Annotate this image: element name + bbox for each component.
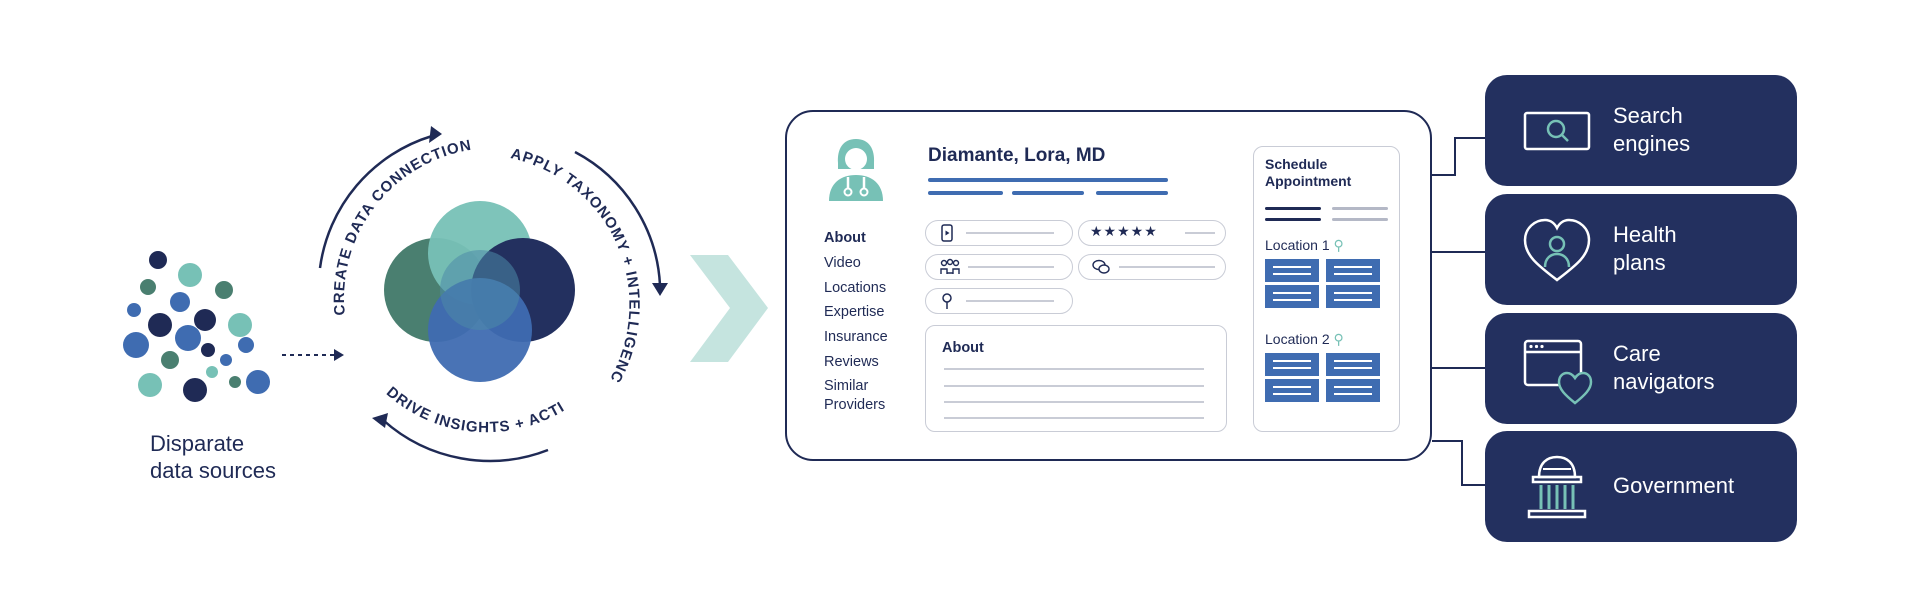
cycle-arrow-bottom <box>382 419 549 463</box>
about-text-line <box>944 368 1204 370</box>
audience-label: Search engines <box>1613 103 1691 156</box>
data-source-dot <box>127 303 141 317</box>
data-source-dot <box>215 281 233 299</box>
schedule-title-line2: Appointment <box>1265 173 1352 189</box>
cycle-arrow-top-left <box>318 134 433 269</box>
data-sources-label: Disparate data sources <box>150 430 276 484</box>
name-underline-4 <box>1096 191 1168 195</box>
data-source-dot <box>183 378 207 402</box>
about-section: About <box>925 325 1227 432</box>
nav-similar[interactable]: Similar <box>824 378 869 394</box>
data-sources-label-line1: Disparate <box>150 431 245 456</box>
data-source-dot <box>220 354 232 366</box>
cycle-arrow-right <box>574 150 662 286</box>
audience-tile-government: Government <box>1485 431 1797 542</box>
audience-tile-health-plans: Health plans <box>1485 194 1797 305</box>
audience-label: Health plans <box>1613 222 1677 275</box>
doctor-avatar-icon <box>829 139 883 201</box>
time-slot[interactable] <box>1265 285 1319 308</box>
data-source-dot <box>123 332 149 358</box>
schedule-title: Schedule Appointment <box>1265 156 1351 190</box>
location-1-pin-icon: ⚲ <box>1333 237 1344 253</box>
name-underline-2 <box>928 191 1003 195</box>
rating-pill: ★★★★★ <box>1078 220 1226 246</box>
audience-label: Government <box>1613 473 1735 498</box>
time-slot[interactable] <box>1265 379 1319 402</box>
time-slot[interactable] <box>1326 285 1380 308</box>
about-title: About <box>942 340 984 356</box>
nav-expertise[interactable]: Expertise <box>824 304 885 320</box>
data-source-dot <box>194 309 216 331</box>
data-source-dot <box>201 343 215 357</box>
location-1-label: Location 1 ⚲ <box>1265 237 1344 254</box>
dashed-arrow <box>282 349 344 361</box>
data-source-dot <box>178 263 202 287</box>
heart-person-icon <box>1523 218 1591 282</box>
time-slot[interactable] <box>1326 259 1380 282</box>
time-slot[interactable] <box>1326 353 1380 376</box>
chat-bubbles-icon <box>1092 259 1110 274</box>
nav-reviews[interactable]: Reviews <box>824 354 879 370</box>
people-network-icon <box>940 258 960 274</box>
data-sources-label-line2: data sources <box>150 458 276 483</box>
nav-insurance[interactable]: Insurance <box>824 329 888 345</box>
audience-tile-search-engines: Search engines <box>1485 75 1797 186</box>
rating-stars: ★★★★★ <box>1090 223 1158 239</box>
data-source-dot <box>238 337 254 353</box>
browser-heart-icon <box>1523 339 1593 405</box>
audience-label: Care navigators <box>1613 341 1715 394</box>
search-monitor-icon <box>1523 111 1591 151</box>
location-2-text: Location 2 <box>1265 331 1330 347</box>
data-source-dot <box>149 251 167 269</box>
data-source-dot <box>175 325 201 351</box>
location-2-pin-icon: ⚲ <box>1333 331 1344 347</box>
name-underline-3 <box>1012 191 1084 195</box>
nav-locations[interactable]: Locations <box>824 280 887 296</box>
audience-tile-care-navigators: Care navigators <box>1485 313 1797 424</box>
name-underline-1 <box>928 178 1168 182</box>
data-source-dot <box>229 376 241 388</box>
capitol-building-icon <box>1527 455 1587 519</box>
data-source-dot <box>138 373 162 397</box>
time-slot[interactable] <box>1265 353 1319 376</box>
about-text-line <box>944 385 1204 387</box>
location-pin-icon <box>942 293 952 309</box>
data-source-dot <box>140 279 156 295</box>
nav-video[interactable]: Video <box>824 255 861 271</box>
nav-providers[interactable]: Providers <box>824 397 886 413</box>
phone-video-icon <box>941 224 953 242</box>
about-text-line <box>944 417 1204 419</box>
location-1-text: Location 1 <box>1265 237 1330 253</box>
schedule-title-line1: Schedule <box>1265 156 1328 172</box>
time-slot[interactable] <box>1326 379 1380 402</box>
time-slot[interactable] <box>1265 259 1319 282</box>
data-source-dot <box>170 292 190 312</box>
venn-circles <box>384 201 575 382</box>
network-pill <box>925 254 1073 280</box>
data-source-dot <box>161 351 179 369</box>
location-pill <box>925 288 1073 314</box>
about-text-line <box>944 401 1204 403</box>
chat-pill <box>1078 254 1226 280</box>
data-source-dot <box>246 370 270 394</box>
video-pill <box>925 220 1073 246</box>
doctor-name: Diamante, Lora, MD <box>928 145 1106 166</box>
data-source-dot <box>206 366 218 378</box>
location-2-label: Location 2 ⚲ <box>1265 331 1344 348</box>
data-source-dot <box>228 313 252 337</box>
schedule-appointment-panel: Schedule Appointment Location 1 ⚲ Locati… <box>1253 146 1400 432</box>
data-source-dot <box>148 313 172 337</box>
nav-about[interactable]: About <box>824 230 866 246</box>
